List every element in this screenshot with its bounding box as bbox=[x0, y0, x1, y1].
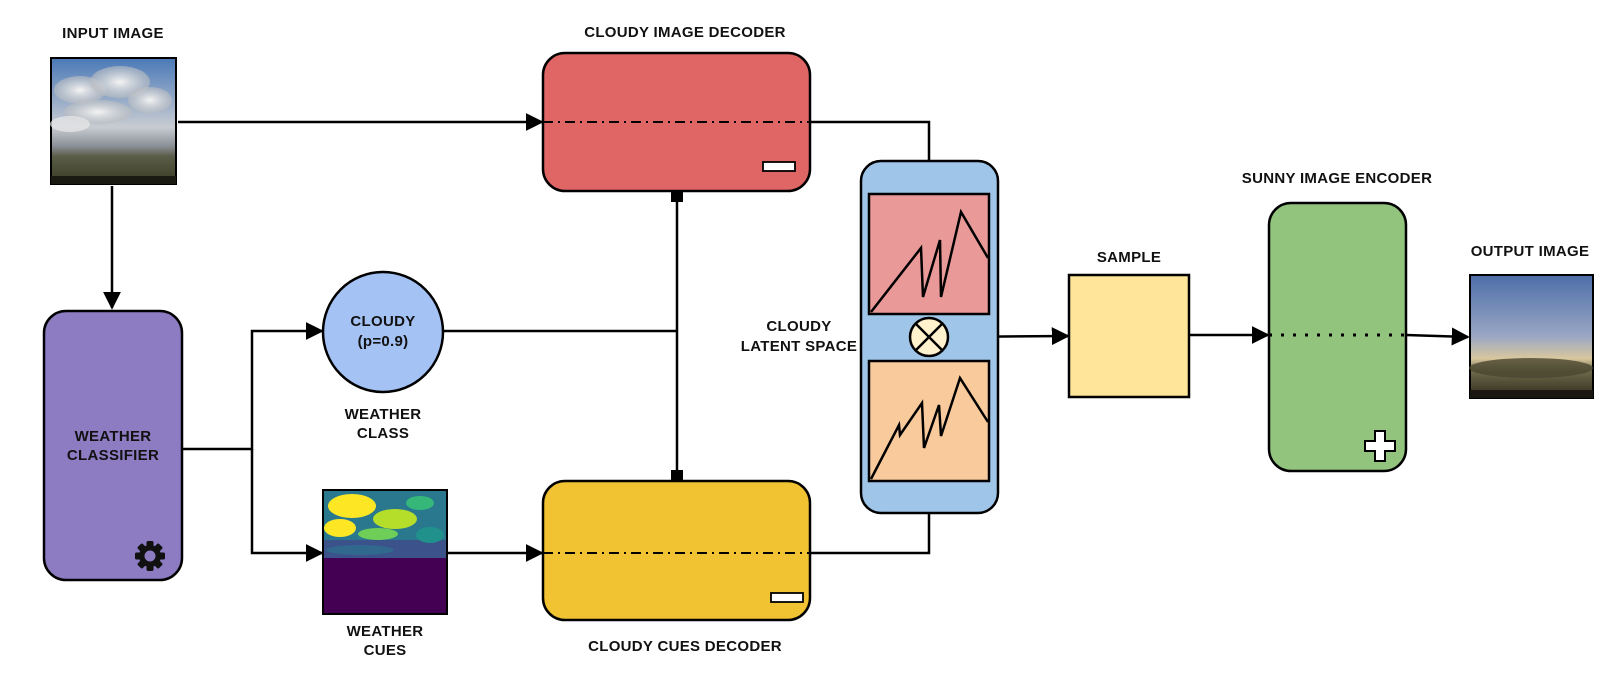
arrow-classifier-to-cues bbox=[250, 449, 324, 562]
cloudy-image-decoder: CLOUDY IMAGE DECODER bbox=[541, 24, 812, 193]
output-image-thumbnail bbox=[1469, 274, 1594, 399]
weather-cues-caption-line2: CUES bbox=[364, 642, 407, 659]
weather-class-node: CLOUDY (p=0.9) WEATHER CLASS bbox=[321, 270, 445, 442]
weather-cues-heatmap bbox=[322, 489, 448, 615]
bus-terminal-bottom bbox=[671, 470, 683, 482]
weather-cues-caption-line1: WEATHER bbox=[347, 623, 424, 640]
arrow-encoder-to-output bbox=[1405, 327, 1470, 346]
sample-box bbox=[1067, 273, 1191, 399]
sunny-image-encoder: SUNNY IMAGE ENCODER bbox=[1242, 170, 1432, 473]
cloudy-cues-decoder-box bbox=[541, 479, 812, 622]
output-image-label: OUTPUT IMAGE bbox=[1471, 243, 1590, 260]
bus-terminal-top bbox=[671, 190, 683, 202]
weather-classifier-box bbox=[42, 309, 184, 582]
latent-space-label-line2: LATENT SPACE bbox=[741, 338, 857, 355]
latent-space-label-line1: CLOUDY bbox=[766, 318, 831, 335]
input-image-label: INPUT IMAGE bbox=[62, 25, 164, 42]
sample-label: SAMPLE bbox=[1097, 249, 1161, 266]
weather-class-caption-line1: WEATHER bbox=[345, 406, 422, 423]
weather-classifier-label-line1: WEATHER bbox=[75, 428, 152, 445]
arrow-classifier-to-class bbox=[183, 322, 324, 451]
sunny-image-encoder-box bbox=[1267, 201, 1408, 473]
weather-classifier: WEATHER CLASSIFIER bbox=[42, 309, 184, 582]
gear-icon bbox=[135, 541, 165, 571]
weather-class-circle bbox=[321, 270, 445, 394]
input-image-node: INPUT IMAGE bbox=[50, 25, 177, 185]
cloudy-cues-decoder: CLOUDY CUES DECODER bbox=[541, 479, 812, 655]
weather-classifier-label-line2: CLASSIFIER bbox=[67, 447, 159, 464]
sunny-image-encoder-label: SUNNY IMAGE ENCODER bbox=[1242, 170, 1432, 187]
sample-node: SAMPLE bbox=[1067, 249, 1191, 399]
cloudy-latent-space: CLOUDY LATENT SPACE bbox=[741, 159, 1000, 515]
cloudy-class-label: CLOUDY bbox=[350, 313, 415, 330]
minus-icon bbox=[770, 592, 804, 603]
cloudy-cues-decoder-label: CLOUDY CUES DECODER bbox=[588, 638, 782, 655]
cloudy-probability-label: (p=0.9) bbox=[358, 333, 409, 350]
plus-icon bbox=[1364, 430, 1396, 462]
weather-class-caption-line2: CLASS bbox=[357, 425, 409, 442]
input-image-thumbnail bbox=[50, 57, 177, 185]
latent-distribution-top bbox=[867, 192, 991, 316]
weather-cues-node: WEATHER CUES bbox=[322, 489, 448, 659]
cloudy-image-decoder-label: CLOUDY IMAGE DECODER bbox=[584, 24, 786, 41]
output-image-node: OUTPUT IMAGE bbox=[1469, 243, 1594, 399]
latent-distribution-bottom bbox=[867, 359, 991, 483]
minus-icon bbox=[762, 161, 796, 172]
multiply-circle-icon bbox=[908, 316, 950, 358]
